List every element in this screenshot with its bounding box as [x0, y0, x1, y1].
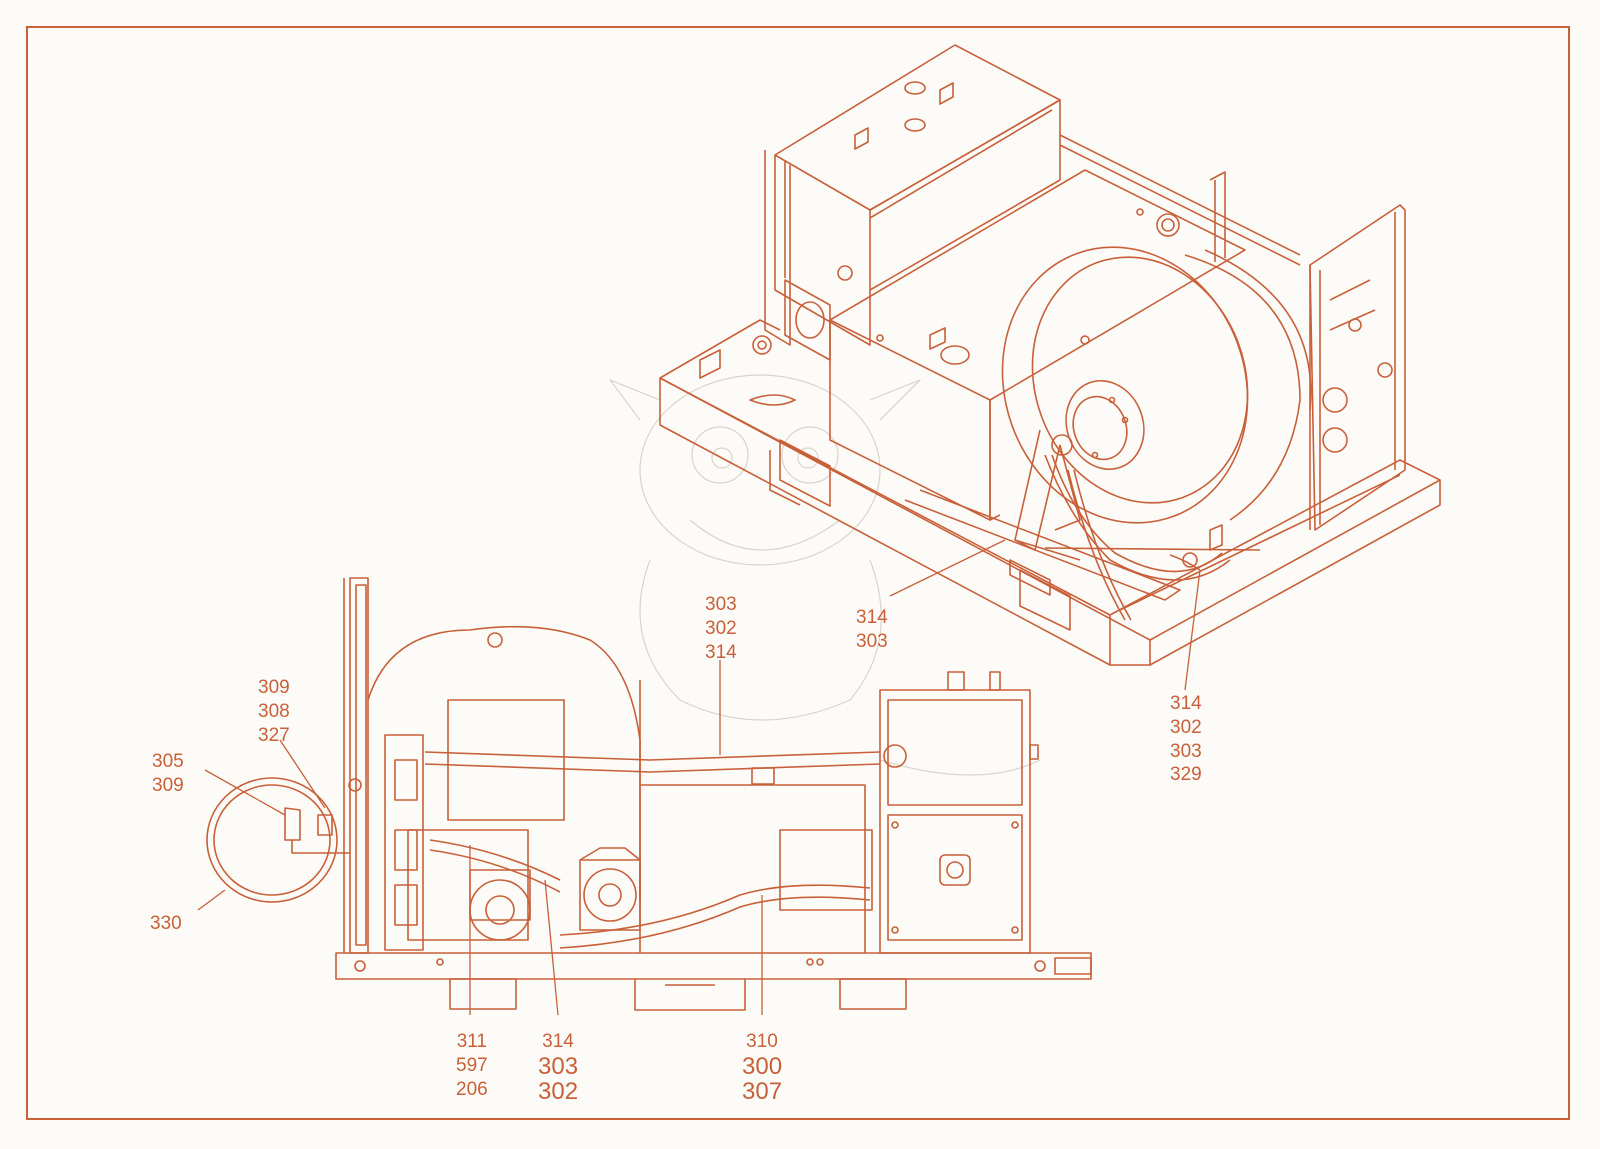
iso-tank — [829, 169, 1246, 401]
callout-number: 305 — [152, 751, 184, 772]
callout-number: 311 — [456, 1031, 487, 1052]
isometric-view — [659, 44, 1441, 666]
iso-skid-right-rail — [1149, 479, 1441, 666]
callout-314-303-302: 314 303 302 — [538, 1030, 578, 1104]
callout-number: 310 — [746, 1031, 778, 1052]
callout-number: 314 — [705, 641, 737, 663]
callout-309-308-327: 309 308 327 — [258, 676, 290, 747]
drawing-border — [26, 26, 1570, 1120]
iso-hose-reel — [1001, 246, 1312, 621]
callout-number: 303 — [538, 1052, 579, 1080]
callout-number: 303 — [705, 594, 737, 615]
callout-number: 314 — [542, 1031, 574, 1052]
side-view — [206, 577, 1092, 1011]
callout-number: 302 — [538, 1077, 579, 1105]
callout-310-300-307: 310 300 307 — [742, 1030, 782, 1104]
callout-number: 597 — [456, 1054, 488, 1076]
side-coiled-hose — [206, 777, 350, 903]
side-control-box — [879, 671, 1039, 954]
callout-number: 329 — [1170, 764, 1202, 786]
callout-number: 308 — [258, 700, 290, 722]
callout-number: 303 — [1170, 740, 1202, 762]
callout-number: 300 — [742, 1052, 783, 1080]
iso-skid-back-rail — [659, 319, 781, 379]
callout-number: 314 — [856, 607, 888, 628]
callout-number: 309 — [258, 677, 290, 698]
iso-control-box — [774, 44, 1061, 211]
callout-number: 309 — [152, 774, 184, 796]
callout-number: 314 — [1170, 693, 1202, 714]
callout-number: 330 — [150, 913, 182, 934]
callout-number: 302 — [1170, 716, 1202, 738]
callout-311-597-206: 311 597 206 — [456, 1030, 488, 1101]
side-skid-rail — [335, 952, 1092, 980]
callout-number: 327 — [258, 724, 290, 746]
side-left-panel — [349, 577, 369, 954]
watermark-mascot — [609, 374, 1041, 776]
side-hose-upper — [424, 751, 881, 761]
callout-number: 206 — [456, 1078, 488, 1100]
callout-number: 307 — [742, 1077, 783, 1105]
side-hose-lower — [559, 884, 871, 936]
callout-305-309: 305 309 — [152, 750, 184, 798]
callout-number: 302 — [705, 617, 737, 639]
leader-lines — [197, 539, 1201, 1016]
callout-303-302-314: 303 302 314 — [705, 593, 737, 664]
callout-number: 303 — [856, 630, 888, 652]
callout-314-302-303-329: 314 302 303 329 — [1170, 692, 1202, 787]
callout-314-303: 314 303 — [856, 606, 888, 654]
callout-330: 330 — [150, 912, 182, 936]
